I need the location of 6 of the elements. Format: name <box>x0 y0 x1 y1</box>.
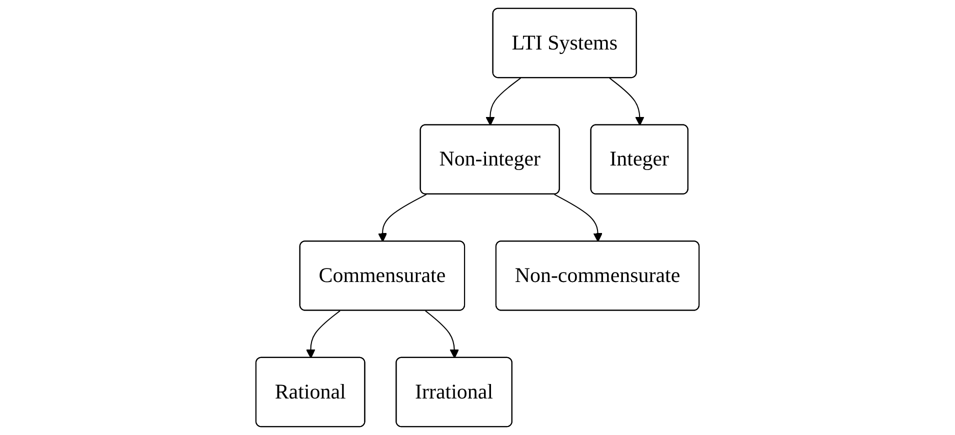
arrow <box>609 78 644 126</box>
arrow <box>554 194 602 242</box>
arrow <box>306 310 340 358</box>
arrow <box>425 310 459 358</box>
arrow <box>378 194 427 242</box>
arrow <box>486 78 521 126</box>
